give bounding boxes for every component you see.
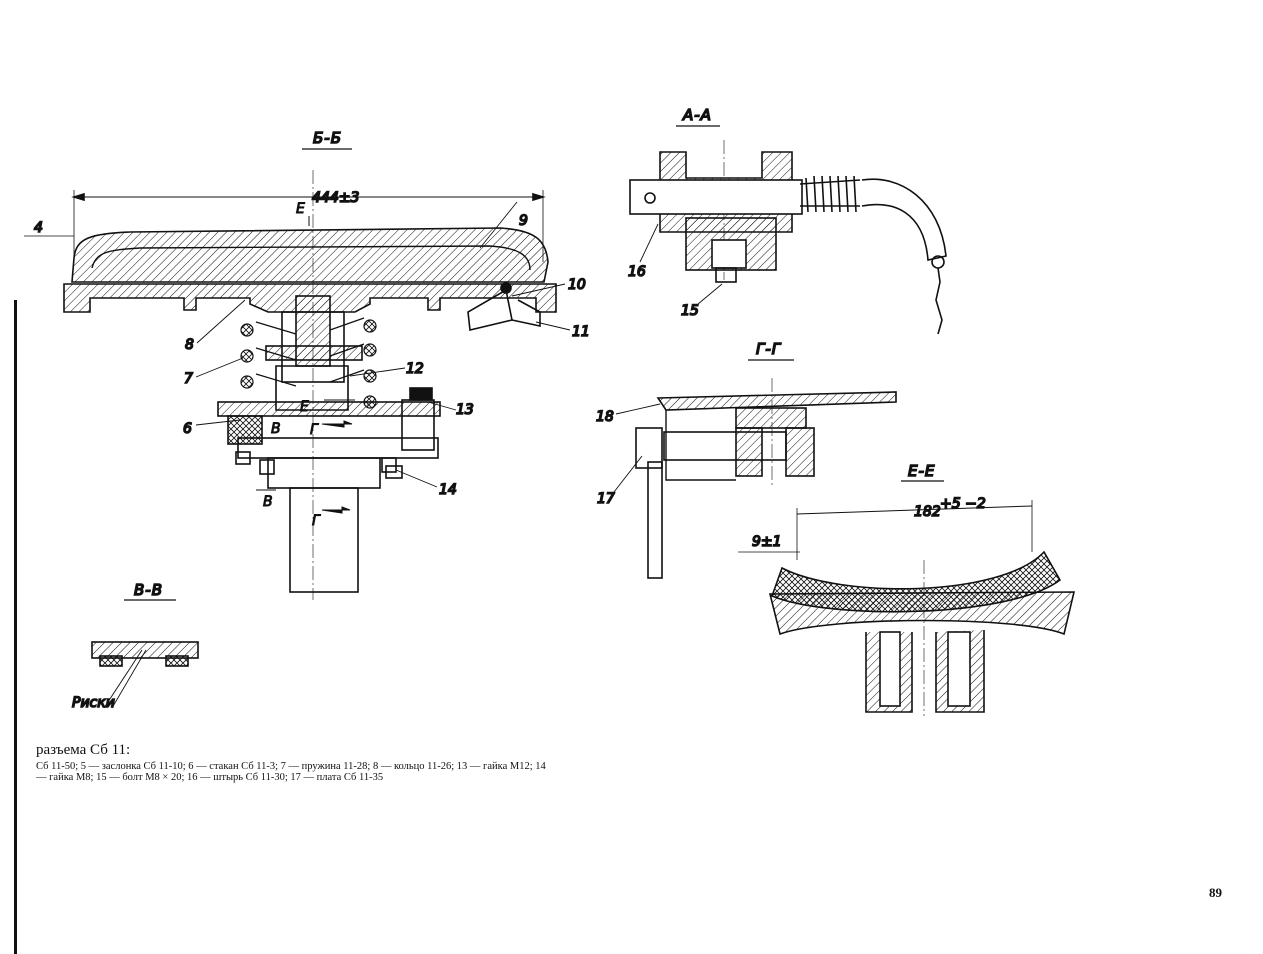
marker-e-top: Е <box>296 201 305 217</box>
part-number-15: 15 <box>681 303 699 319</box>
part-number-13: 13 <box>456 402 474 418</box>
dimension-ee-edge: 9±1 <box>752 534 782 550</box>
marker-v-mid: В <box>271 421 281 437</box>
part-number-12: 12 <box>406 361 424 377</box>
section-title-aa: А-А <box>682 106 712 124</box>
part-number-16: 16 <box>628 264 646 280</box>
section-gg: Г-Г 18 17 <box>595 339 897 579</box>
dimension-edge: 4 <box>34 220 43 236</box>
section-aa: А-А 16 15 <box>627 105 947 335</box>
marker-v-low: В <box>263 494 273 510</box>
section-title-bb: Б-Б <box>313 129 342 147</box>
section-ee: Е-Е 182 +5 −2 9±1 <box>738 461 1076 716</box>
page-number: 89 <box>1209 885 1222 900</box>
binding-edge <box>14 300 17 954</box>
part-number-9: 9 <box>519 213 528 229</box>
section-title-ee: Е-Е <box>908 462 935 480</box>
dimension-overall: 444±3 <box>312 190 359 206</box>
section-bb: Б-Б 444±3 4 <box>24 128 591 600</box>
part-number-8: 8 <box>185 337 194 353</box>
part-number-7: 7 <box>184 371 193 387</box>
part-number-10: 10 <box>568 277 586 293</box>
marker-g-mid: Г <box>310 422 319 438</box>
marker-e-mid: Е <box>300 399 309 415</box>
caption-body: Сб 11-50; 5 — заслонка Сб 11-10; 6 — ста… <box>36 761 546 783</box>
marker-g-low: Г <box>312 513 321 529</box>
marks-label: Риски <box>72 695 115 711</box>
section-title-gg: Г-Г <box>756 340 782 358</box>
part-number-11: 11 <box>572 324 590 340</box>
part-number-18: 18 <box>596 409 614 425</box>
part-number-6: 6 <box>183 421 192 437</box>
part-number-17: 17 <box>597 491 615 507</box>
section-title-vv: В-В <box>134 581 163 599</box>
section-vv: В-В Риски <box>71 580 199 712</box>
dimension-ee-width: 182 <box>914 504 941 520</box>
figure-caption: разъема Сб 11: Сб 11-50; 5 — заслонка Сб… <box>36 741 556 783</box>
caption-title: разъема Сб 11: <box>36 742 131 758</box>
part-number-14: 14 <box>439 482 457 498</box>
dimension-ee-tol: +5 −2 <box>940 496 986 512</box>
